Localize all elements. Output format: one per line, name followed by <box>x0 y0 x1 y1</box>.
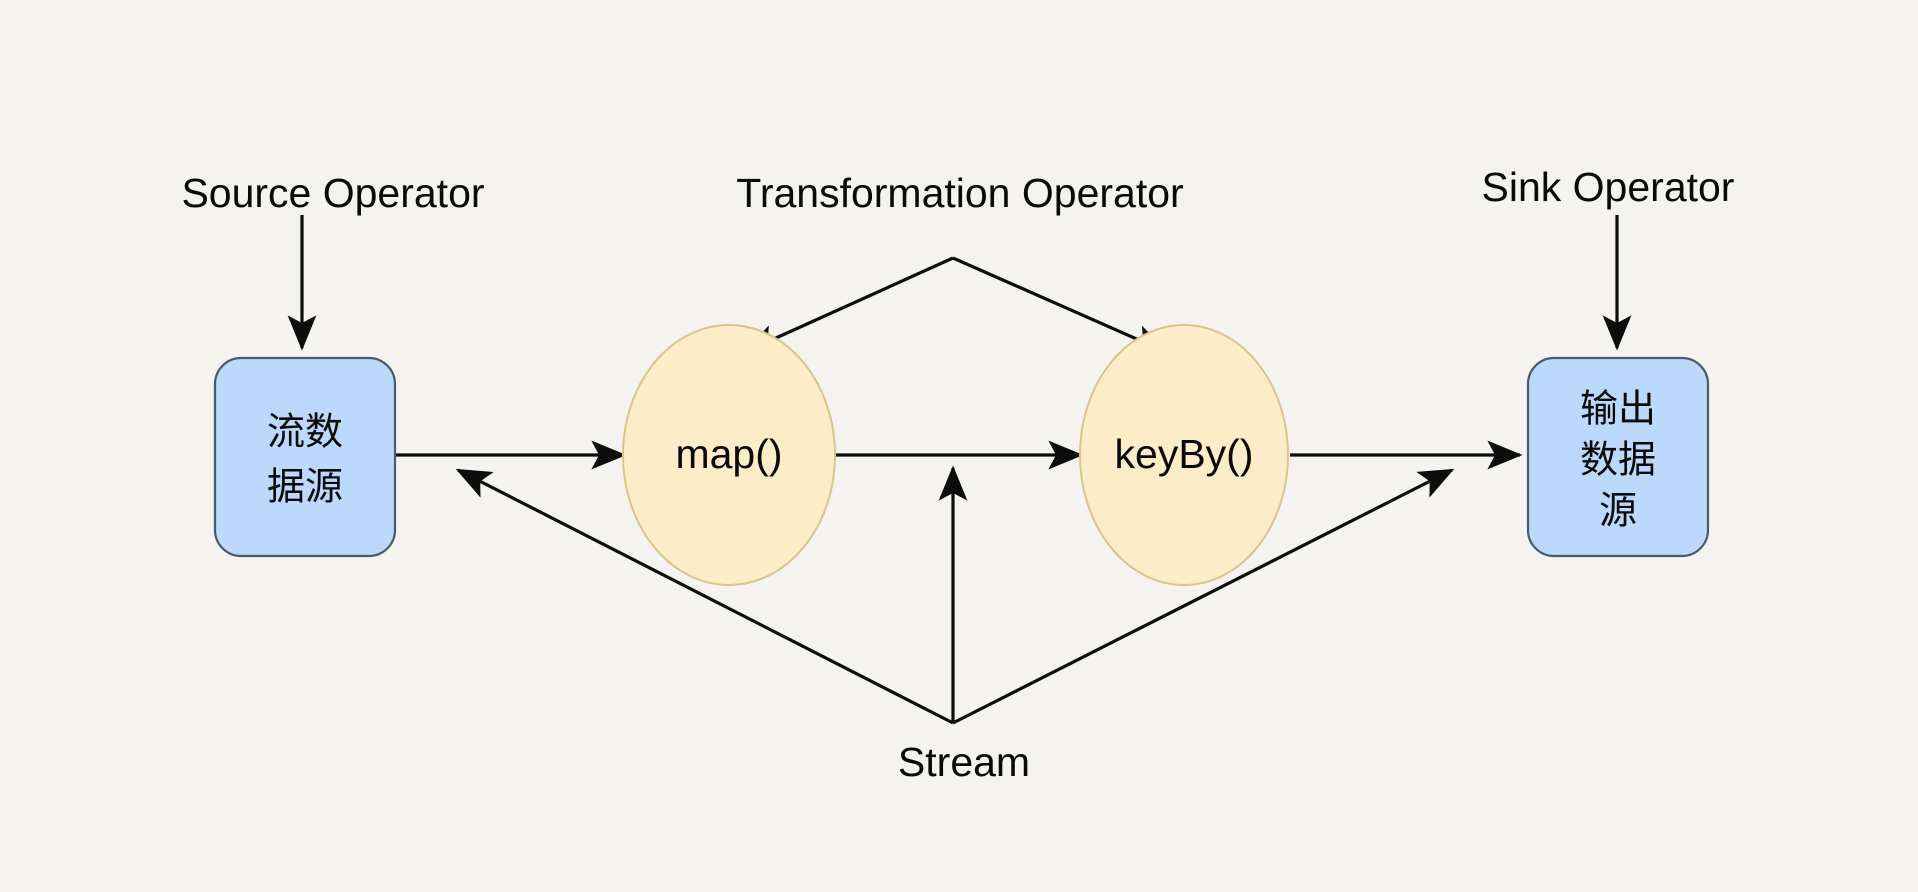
stream-label: Stream <box>898 739 1030 785</box>
sink-node-label-line2: 数据 <box>1580 438 1656 482</box>
source-node[interactable] <box>213 356 397 558</box>
arrow-stream-to-source-map-edge <box>455 468 954 725</box>
sink-node[interactable] <box>1526 356 1710 558</box>
source-operator-label: Source Operator <box>181 170 484 216</box>
source-node-label-line1: 流数 <box>267 410 343 454</box>
sink-node-label-line1: 输出 <box>1580 387 1656 431</box>
keyby-node-label: keyBy() <box>1115 431 1254 477</box>
keyby-node[interactable] <box>1079 324 1289 586</box>
arrow-transformation-label-to-keyby-node <box>952 256 1169 354</box>
transformation-operator-label: Transformation Operator <box>736 170 1183 216</box>
map-node-label: map() <box>675 431 782 477</box>
sink-node-label-line3: 源 <box>1599 489 1637 533</box>
sink-operator-label: Sink Operator <box>1482 164 1735 210</box>
arrow-stream-to-keyby-sink-edge <box>952 468 1455 725</box>
source-node-label-line2: 据源 <box>267 465 343 509</box>
map-node[interactable] <box>622 324 836 586</box>
arrow-transformation-label-to-map-node <box>742 256 954 354</box>
